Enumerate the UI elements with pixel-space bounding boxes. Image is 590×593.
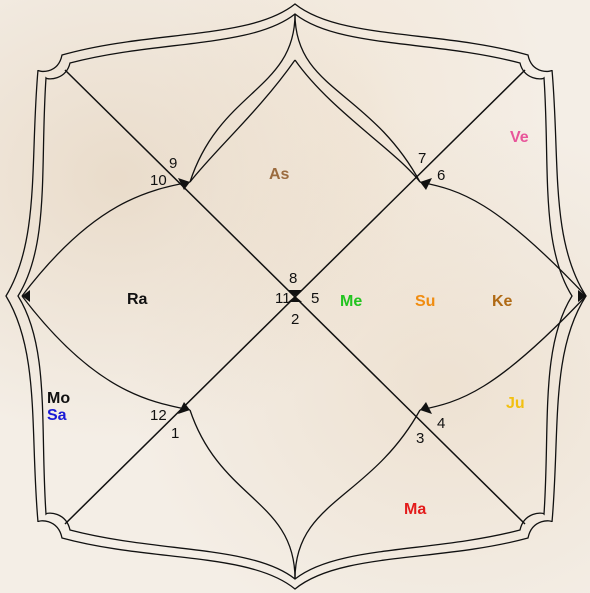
house-number: 10: [150, 172, 167, 189]
planet-label: Ke: [492, 293, 513, 310]
planet-label: Ve: [510, 129, 529, 146]
house-number: 11: [275, 290, 291, 307]
house-number: 1: [171, 425, 179, 442]
planet-label: Me: [340, 293, 362, 310]
house-number: 2: [291, 311, 299, 328]
planet-label: Mo: [47, 390, 70, 407]
house-number: 3: [416, 430, 424, 447]
house-number: 9: [169, 155, 177, 172]
planet-label: Ra: [127, 291, 148, 308]
planet-label: As: [269, 166, 290, 183]
house-number: 8: [289, 270, 297, 287]
planet-label: Sa: [47, 407, 67, 424]
house-number: 4: [437, 415, 445, 432]
house-number: 7: [418, 150, 426, 167]
house-number: 12: [150, 407, 167, 424]
planet-label: Su: [415, 293, 435, 310]
house-number: 5: [311, 290, 319, 307]
house-number: 6: [437, 167, 445, 184]
planet-label: Ju: [506, 395, 525, 412]
planet-label: Ma: [404, 501, 426, 518]
